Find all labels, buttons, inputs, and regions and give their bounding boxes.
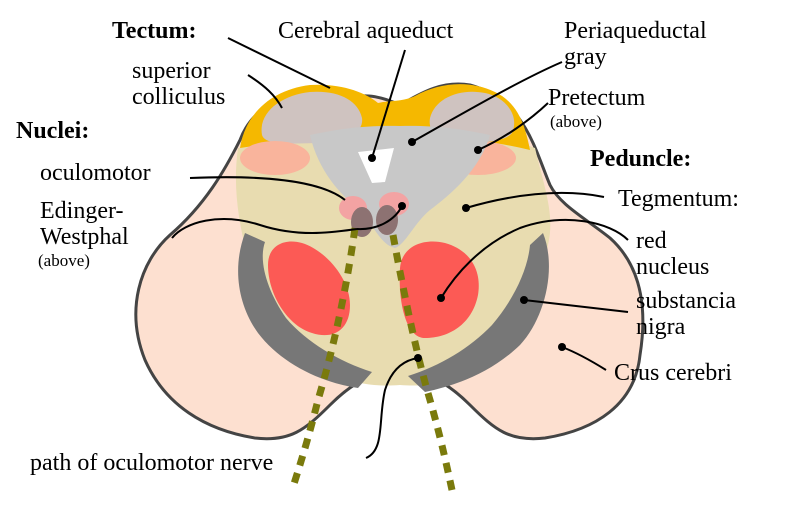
leader-aqueduct [371,49,406,159]
dot-periaqueductal [408,138,416,146]
dot-aqueduct [368,154,376,162]
leader-nerve [365,357,419,459]
leader-pretectum [477,102,549,151]
pretectum-note: (above) [550,112,602,131]
periaqueductal-gray [310,125,490,248]
dot-nerve [414,354,422,362]
leader-edinger [171,218,358,239]
superior-colliculus-label-1: superior [132,58,211,84]
dot-crus [558,343,566,351]
dot-pretectum [474,146,482,154]
substancia-label-2: nigra [636,314,686,340]
peduncle-header: Peduncle: [590,146,691,172]
leader-tegmentum [465,191,605,209]
substancia-nigra-right [408,233,549,392]
periaqueductal-label-2: gray [564,44,607,70]
periaqueductal-label-1: Periaqueductal [564,18,707,44]
leader-periaqueductal [411,61,563,143]
cerebral-aqueduct-label: Cerebral aqueduct [278,18,454,44]
red-nucleus-left [268,241,350,336]
dot-edinger [398,202,406,210]
crus-cerebri-label: Crus cerebri [614,360,732,386]
red-nucleus-label-2: nucleus [636,254,709,280]
edinger-label-1: Edinger- [40,198,123,224]
oculomotor-nerve-path-left [288,227,359,492]
tegmentum-label: Tegmentum: [618,186,739,212]
pretectum-label: Pretectum [548,85,646,111]
cerebral-aqueduct [358,148,394,183]
oculomotor-label: oculomotor [40,160,151,186]
dot-red-nucleus [437,294,445,302]
edinger-label-2: Westphal [40,224,129,250]
nuclei-header: Nuclei: [16,118,89,144]
red-nucleus-label-1: red [636,228,667,254]
leader-oculomotor [189,176,346,201]
leader-tectum [227,37,331,89]
tectum-header: Tectum: [112,18,196,44]
pretectum-left [240,141,310,175]
dot-substancia [520,296,528,304]
leader-substancia [523,299,629,313]
leader-red-nucleus [440,218,629,299]
edinger-note: (above) [38,251,90,270]
substancia-label-1: substancia [636,288,736,314]
edinger-westphal-right [376,205,398,235]
leader-colliculus [247,74,283,109]
red-nucleus-right [399,241,479,338]
superior-colliculus-label-2: colliculus [132,84,225,110]
nerve-path-label: path of oculomotor nerve [30,450,273,476]
dot-tegmentum [462,204,470,212]
substancia-nigra-left [238,233,372,388]
